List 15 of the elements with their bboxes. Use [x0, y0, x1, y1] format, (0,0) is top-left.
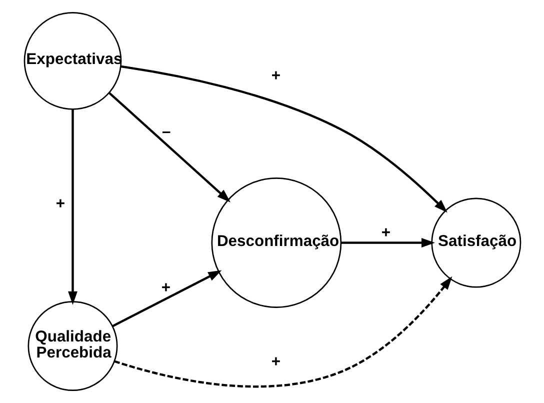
arrow — [112, 270, 222, 328]
edge-label: + — [380, 224, 390, 242]
arrow — [340, 238, 434, 248]
node-circle: Expectativas — [23, 12, 122, 110]
node-circle: Desconfirmação — [210, 178, 342, 308]
edge-label: + — [160, 279, 170, 296]
arrow — [114, 276, 452, 388]
arrow — [108, 92, 230, 202]
edge-label: – — [161, 123, 170, 140]
arrow — [68, 109, 77, 305]
edge-label: + — [270, 67, 280, 84]
edge-label: + — [55, 195, 65, 212]
node-circle: Qualidade Percebida — [27, 300, 118, 391]
arrow — [120, 65, 447, 213]
edge-label: + — [270, 353, 280, 370]
